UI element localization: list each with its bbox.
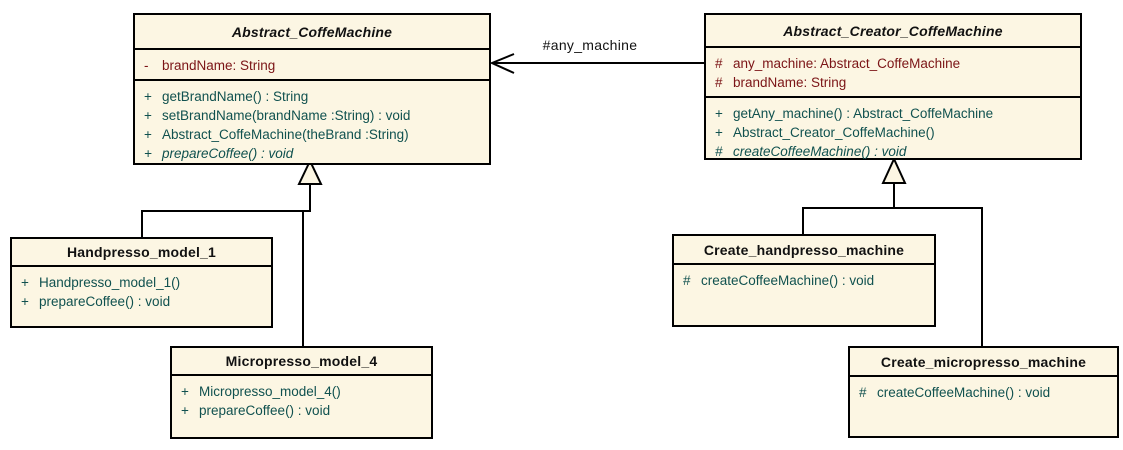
member-text: getAny_machine() : Abstract_CoffeMachine (733, 106, 994, 121)
method-row: + prepareCoffee() : void (172, 401, 427, 420)
visibility-marker: # (859, 385, 867, 400)
class-box-abstract-creator-coffemachine: Abstract_Creator_CoffeMachine # any_mach… (704, 13, 1082, 160)
member-text: Handpresso_model_1() (39, 275, 181, 290)
visibility-marker: + (144, 89, 152, 104)
generalization-left (141, 158, 323, 347)
class-box-handpresso-model-1: Handpresso_model_1 + Handpresso_model_1(… (10, 237, 273, 328)
generalization-right (802, 156, 983, 347)
association-any-machine (489, 53, 704, 74)
visibility-marker: - (144, 58, 149, 73)
member-text: brandName: String (162, 58, 276, 73)
class-box-abstract-coffemachine: Abstract_CoffeMachine - brandName: Strin… (133, 13, 491, 165)
member-text: brandName: String (733, 75, 847, 90)
methods-compartment: + getAny_machine() : Abstract_CoffeMachi… (706, 96, 1080, 165)
visibility-marker: # (683, 273, 691, 288)
member-text: Abstract_Creator_CoffeMachine() (733, 125, 935, 140)
method-row-abstract: # createCoffeeMachine() : void (706, 142, 1076, 161)
visibility-marker: + (144, 127, 152, 142)
method-row: + prepareCoffee() : void (12, 292, 267, 311)
visibility-marker: # (715, 144, 723, 159)
class-title: Handpresso_model_1 (66, 244, 217, 260)
class-title: Abstract_CoffeMachine (231, 23, 393, 40)
method-row: + Abstract_CoffeMachine(theBrand :String… (135, 125, 485, 144)
class-title: Abstract_Creator_CoffeMachine (783, 22, 1003, 39)
member-text: any_machine: Abstract_CoffeMachine (733, 56, 961, 71)
method-row: + Micropresso_model_4() (172, 382, 427, 401)
member-text: prepareCoffee() : void (39, 294, 171, 309)
method-row: # createCoffeeMachine() : void (850, 383, 1113, 402)
class-box-micropresso-model-4: Micropresso_model_4 + Micropresso_model_… (170, 346, 433, 439)
class-title: Create_handpresso_machine (703, 241, 905, 258)
member-text: getBrandName() : String (162, 89, 309, 104)
member-text: createCoffeeMachine() : void (733, 144, 907, 159)
method-row: + Abstract_Creator_CoffeMachine() (706, 123, 1076, 142)
methods-compartment: + getBrandName() : String + setBrandName… (135, 79, 489, 167)
method-row: + setBrandName(brandName :String) : void (135, 106, 485, 125)
methods-compartment: + Micropresso_model_4() + prepareCoffee(… (172, 374, 431, 437)
member-text: prepareCoffee() : void (162, 146, 294, 161)
visibility-marker: + (181, 384, 189, 399)
methods-compartment: # createCoffeeMachine() : void (850, 375, 1117, 436)
visibility-marker: + (21, 275, 29, 290)
visibility-marker: + (144, 146, 152, 161)
member-text: createCoffeeMachine() : void (877, 385, 1051, 400)
attribute-row: # brandName: String (706, 73, 1076, 92)
visibility-marker: # (715, 56, 723, 71)
member-text: createCoffeeMachine() : void (701, 273, 875, 288)
method-row: # createCoffeeMachine() : void (674, 271, 930, 290)
member-text: Abstract_CoffeMachine(theBrand :String) (162, 127, 409, 142)
member-text: Micropresso_model_4() (199, 384, 341, 399)
class-title: Micropresso_model_4 (225, 353, 378, 369)
class-box-create-micropresso-machine: Create_micropresso_machine # createCoffe… (848, 346, 1119, 438)
class-box-create-handpresso-machine: Create_handpresso_machine # createCoffee… (672, 234, 936, 327)
attributes-compartment: - brandName: String (135, 48, 489, 79)
open-arrowhead-icon (489, 53, 515, 74)
method-row-abstract: + prepareCoffee() : void (135, 144, 485, 163)
visibility-marker: + (181, 403, 189, 418)
visibility-marker: + (715, 125, 723, 140)
method-row: + getBrandName() : String (135, 87, 485, 106)
methods-compartment: # createCoffeeMachine() : void (674, 263, 934, 325)
association-label: #any_machine (542, 37, 638, 53)
visibility-marker: + (21, 294, 29, 309)
method-row: + getAny_machine() : Abstract_CoffeMachi… (706, 104, 1076, 123)
visibility-marker: # (715, 75, 723, 90)
attributes-compartment: # any_machine: Abstract_CoffeMachine # b… (706, 46, 1080, 96)
visibility-marker: + (144, 108, 152, 123)
methods-compartment: + Handpresso_model_1() + prepareCoffee()… (12, 265, 271, 326)
member-text: setBrandName(brandName :String) : void (162, 108, 411, 123)
member-text: prepareCoffee() : void (199, 403, 331, 418)
method-row: + Handpresso_model_1() (12, 273, 267, 292)
attribute-row: # any_machine: Abstract_CoffeMachine (706, 54, 1076, 73)
attribute-row: - brandName: String (135, 56, 485, 75)
visibility-marker: + (715, 106, 723, 121)
class-title: Create_micropresso_machine (880, 353, 1087, 370)
